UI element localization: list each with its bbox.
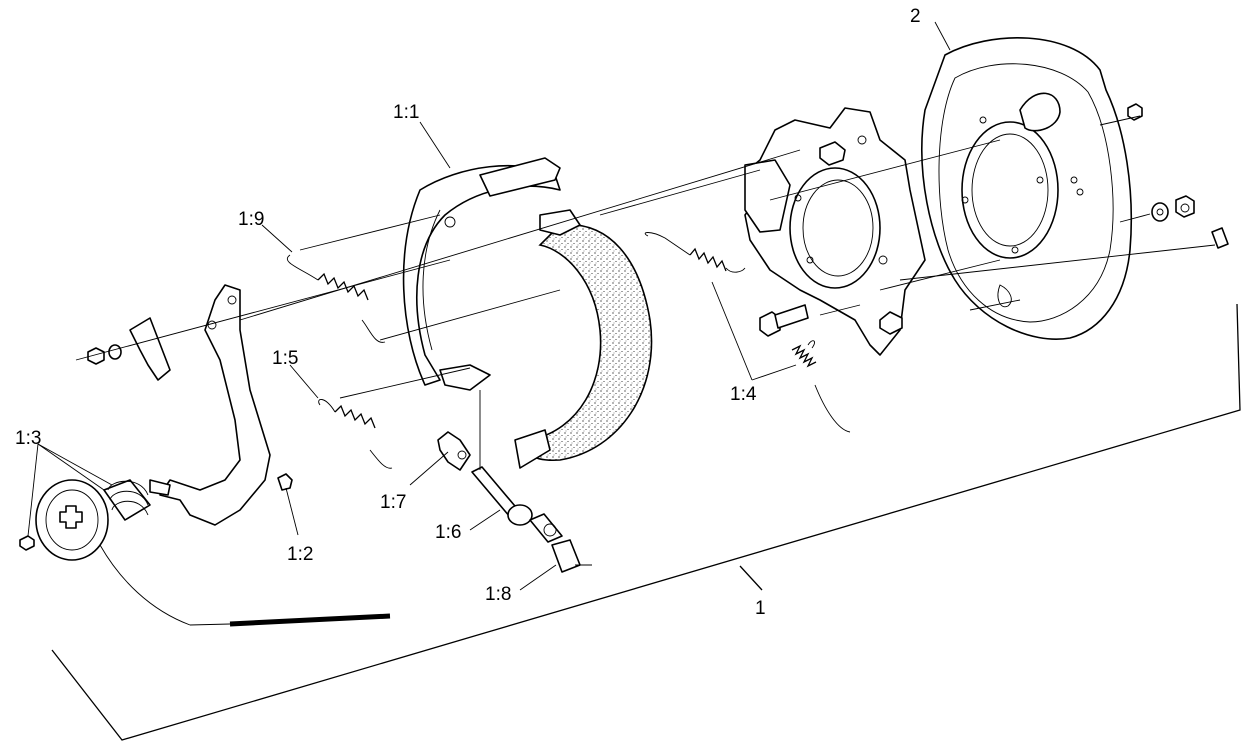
label-1-2: 1:2 (287, 544, 313, 565)
spring-1-4-lower (791, 340, 851, 433)
small-bracket-plate (87, 317, 171, 381)
label-1-1: 1:1 (393, 102, 419, 123)
brake-shoe-upper (402, 157, 561, 391)
alignment-lines (75, 139, 1216, 470)
backing-plate (921, 37, 1133, 340)
label-1-3: 1:3 (15, 428, 41, 449)
retainer-clip (551, 539, 592, 573)
label-1-9: 1:9 (238, 209, 264, 230)
spring-1-9 (287, 254, 386, 343)
brake-lever-arm (159, 284, 271, 526)
label-1-6: 1:6 (435, 522, 461, 543)
leader-lines (27, 21, 951, 591)
label-1: 1 (755, 598, 766, 619)
label-1-4: 1:4 (730, 384, 757, 405)
label-1-8: 1:8 (485, 584, 511, 605)
spring-1-4-upper (644, 232, 746, 273)
part-labels: 1 2 1:1 1:2 1:3 1:4 1:5 1:6 1:7 1:8 1:9 (15, 6, 921, 619)
label-1-7: 1:7 (380, 492, 406, 513)
assembly-bracket (51, 303, 1241, 741)
brake-magnet (19, 479, 391, 627)
adjuster-pin (471, 466, 563, 543)
small-clip-1-2 (277, 473, 293, 491)
nut-and-washer (1099, 103, 1229, 249)
label-1-5: 1:5 (272, 348, 298, 369)
clip (437, 431, 471, 471)
bolt (759, 304, 809, 337)
brake-spider-bracket (744, 107, 926, 356)
spring-1-5 (318, 399, 393, 469)
brake-shoe-lining (514, 209, 653, 469)
label-2: 2 (910, 6, 921, 27)
